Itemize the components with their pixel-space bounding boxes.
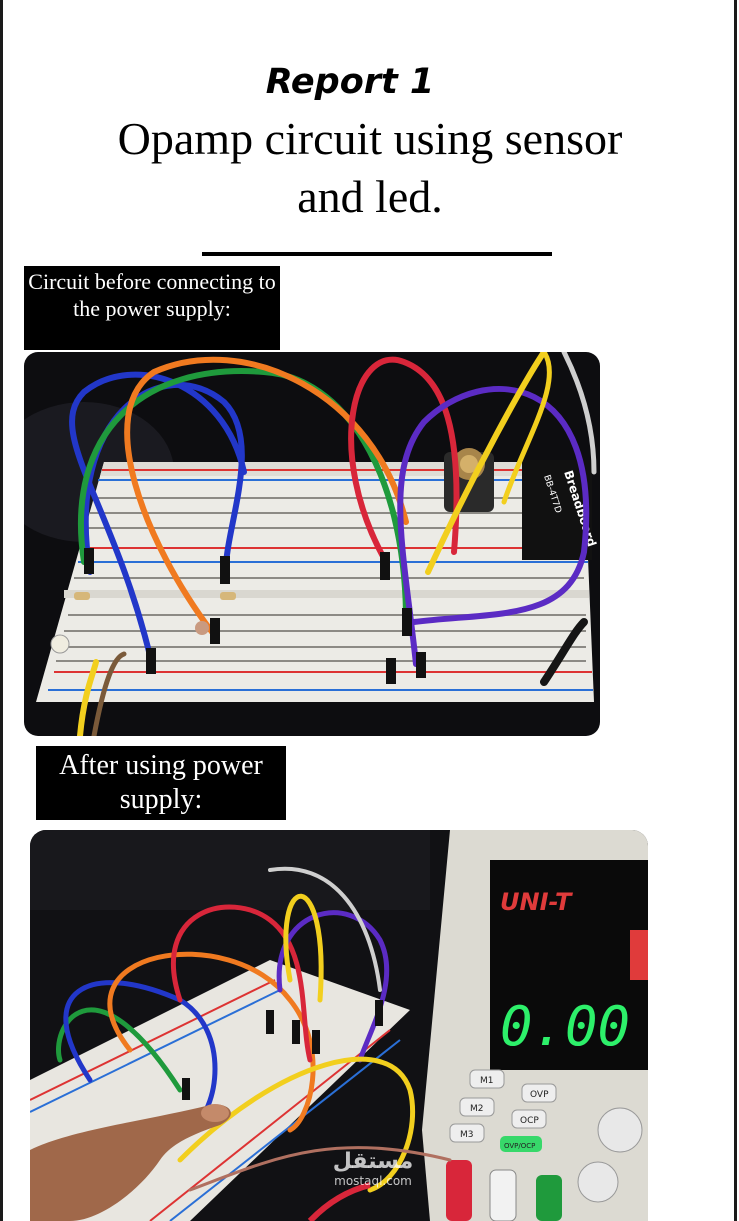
svg-text:M1: M1 <box>480 1076 494 1086</box>
jumper-wires <box>56 866 452 1193</box>
title-divider <box>202 252 552 256</box>
page-title: Opamp circuit using sensor and led. <box>117 113 623 222</box>
svg-text:OVP/OCP: OVP/OCP <box>504 1142 535 1150</box>
svg-text:OCP: OCP <box>520 1116 539 1126</box>
watermark: مستقل mostaql.com <box>318 1149 428 1189</box>
svg-text:M2: M2 <box>470 1104 484 1114</box>
page-border-left <box>0 0 3 1221</box>
caption-after-power: After using power supply: <box>36 746 286 820</box>
svg-text:M3: M3 <box>460 1130 474 1140</box>
svg-text:OVP: OVP <box>530 1090 549 1100</box>
hand <box>30 1104 231 1221</box>
svg-text:0.00: 0.00 <box>500 995 630 1058</box>
power-supply: UNI-T 0.00 M1 M2 M3 OVP OCP OVP/OCP <box>422 830 648 1221</box>
probe-lead <box>307 1182 371 1221</box>
wire-pins <box>84 548 426 684</box>
watermark-arabic: مستقل <box>332 1149 414 1174</box>
watermark-latin: mostaql.com <box>334 1174 412 1188</box>
power-supply-buttons: M1 M2 M3 OVP OCP OVP/OCP <box>449 1069 557 1152</box>
breadboard <box>36 462 594 702</box>
page-border-right <box>734 0 737 1221</box>
photo-circuit-before-power: Breadboard BB-4T7D <box>24 352 600 736</box>
caption-before-power: Circuit before connecting to the power s… <box>24 266 280 350</box>
svg-text:UNI-T: UNI-T <box>500 888 573 916</box>
report-label: Report 1 <box>265 62 435 102</box>
wire-pins <box>182 1000 383 1100</box>
photo-circuit-after-power: UNI-T 0.00 M1 M2 M3 OVP OCP OVP/OCP <box>30 830 648 1221</box>
jumper-wires <box>69 352 597 736</box>
components <box>50 592 236 654</box>
